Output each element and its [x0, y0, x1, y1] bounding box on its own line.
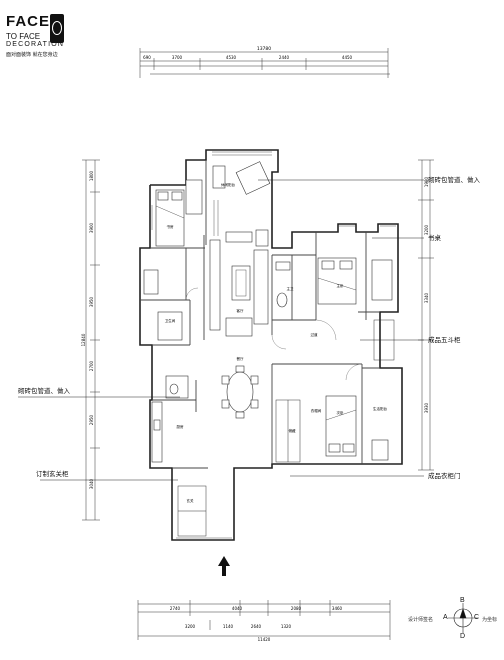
room-label-balcony: 休闲阳台 [221, 182, 235, 187]
room-label-study: 书房 [167, 224, 174, 229]
bottom-dim-row1-1: 4040 [232, 606, 243, 611]
left-dim-2: 3950 [89, 296, 94, 307]
brand-line2: TO FACE [6, 32, 41, 41]
brand-line1: FACE [6, 13, 51, 30]
top-dim-1: 3700 [172, 55, 183, 60]
room-label-storage: 储藏 [289, 428, 297, 433]
designer-credit: 设计师签名 [408, 617, 434, 623]
bottom-dim-row2-3: 1320 [281, 624, 292, 629]
outer-walls [139, 149, 403, 541]
room-label-bedroom1: 主卧 [337, 283, 345, 288]
left-dim-3: 2700 [89, 360, 94, 371]
left-dim-5: 3040 [89, 478, 94, 489]
left-dim-4: 2950 [89, 414, 94, 425]
brand-mark-icon [50, 14, 64, 43]
interior-walls [140, 160, 380, 469]
top-dim-2: 4530 [226, 55, 237, 60]
compass-n: B [460, 597, 465, 604]
brand-logo: FACE TO FACE DECORATION 面对面装饰 就在您身边 [6, 14, 96, 84]
top-dim-0: 690 [143, 55, 151, 60]
annotation-desk: 书桌 [428, 234, 441, 242]
right-dimension-lines [418, 159, 434, 471]
wardrobes [177, 319, 395, 537]
bottom-total-dim: 11420 [258, 637, 271, 642]
bottom-dim-row1-3: 3460 [332, 606, 343, 611]
annotation-wardrobe-door: 成品衣柜门 [428, 472, 461, 480]
left-dimension-lines [82, 159, 100, 521]
compass-w: A [443, 614, 448, 621]
annotation-chest: 成品五斗柜 [428, 336, 461, 344]
left-total-dim: 12840 [81, 333, 86, 346]
top-dim-4: 4450 [342, 55, 353, 60]
right-dim-0: 1980 [424, 176, 429, 187]
brand-line3: DECORATION [6, 41, 65, 48]
compass-s: D [460, 633, 466, 640]
compass-icon [448, 603, 478, 633]
dining-table [221, 365, 259, 419]
annotation-entry-cabinet: 订制玄关柜 [36, 470, 69, 478]
left-dim-1: 3900 [89, 222, 94, 233]
room-label-bath1: 卫生间 [165, 318, 176, 323]
windows [151, 151, 396, 539]
living-furniture [209, 161, 271, 337]
entrance-arrow-icon [218, 556, 230, 576]
right-dim-2: 3340 [424, 292, 429, 303]
room-label-dining: 餐厅 [237, 356, 244, 361]
brand-tagline: 面对面装饰 就在您身边 [6, 52, 58, 58]
top-dimension-lines [139, 48, 390, 78]
annotation-left-mid: 砌砖包管道、做入 [18, 387, 70, 395]
bottom-dimension-lines [137, 600, 391, 640]
bottom-dim-row1-2: 2080 [291, 606, 302, 611]
bottom-dim-row2-2: 2640 [251, 624, 262, 629]
top-dim-3: 2440 [279, 55, 290, 60]
bottom-dim-row2-1: 1140 [223, 624, 234, 629]
leader-lines [18, 179, 424, 481]
right-dim-1: 3200 [424, 224, 429, 235]
compass-note: 为坐标 [482, 617, 498, 623]
room-label-laundry: 生活阳台 [373, 406, 387, 411]
room-label-closet: 衣帽间 [311, 408, 322, 413]
bed-furniture [155, 189, 393, 457]
room-label-living: 客厅 [237, 308, 244, 313]
room-label-kitchen: 厨房 [177, 424, 184, 429]
room-label-entry: 玄关 [187, 498, 194, 503]
room-label-bedroom2: 次卧 [337, 410, 345, 415]
fixtures [143, 179, 389, 463]
annotation-top-right: 砌砖包管道、做入 [428, 176, 480, 184]
right-dim-3: 3930 [424, 402, 429, 413]
top-total-dim: 13780 [257, 46, 271, 52]
left-dim-0: 1800 [89, 170, 94, 181]
bottom-dim-row1-0: 2740 [170, 606, 181, 611]
living-rug [213, 200, 247, 297]
compass-e: C [474, 614, 480, 621]
room-label-passage: 过道 [311, 332, 319, 337]
room-label-bath2: 主卫 [287, 286, 295, 291]
bed-sheets [155, 205, 357, 421]
door-swings [185, 287, 363, 381]
bottom-dim-row2-0: 3200 [185, 624, 196, 629]
